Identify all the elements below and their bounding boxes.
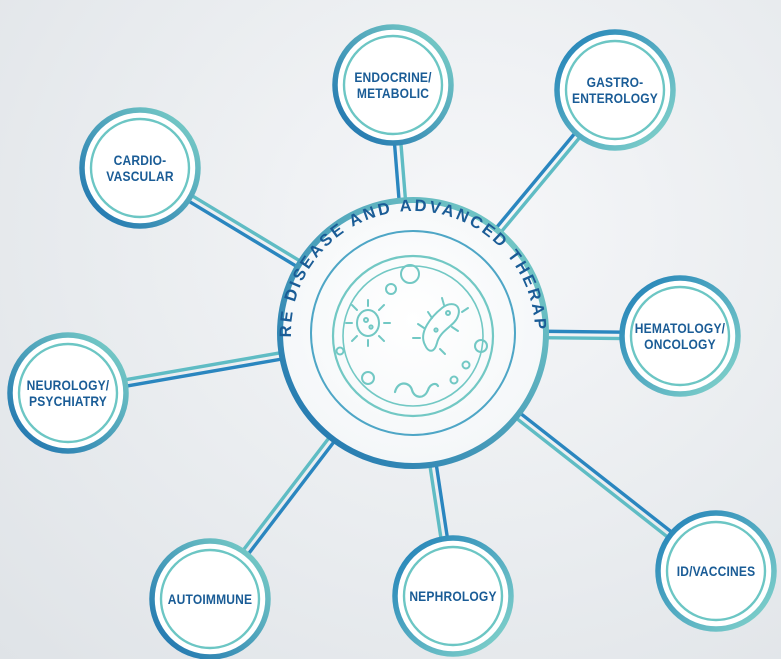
node-inner-ring xyxy=(402,545,504,647)
connector-autoimmune xyxy=(240,432,339,558)
node-gastro xyxy=(554,29,676,151)
connector-line xyxy=(245,436,339,558)
connector-line xyxy=(188,192,306,265)
connector-line xyxy=(185,198,302,271)
node-outer-ring xyxy=(7,332,129,454)
connector-line xyxy=(496,134,583,237)
node-inner-ring xyxy=(665,520,767,622)
node-outer-ring xyxy=(554,29,676,151)
connector-line xyxy=(511,413,672,541)
node-inner-ring xyxy=(564,39,666,141)
connector-gastro xyxy=(491,129,583,237)
hub-petri-dish xyxy=(331,254,495,418)
node-outer-ring xyxy=(149,538,271,659)
connector-nephrology xyxy=(427,459,450,542)
connector-line xyxy=(240,432,334,554)
connector-line xyxy=(122,350,286,382)
connector-id-vaccines xyxy=(511,408,675,541)
connector-line xyxy=(123,356,287,389)
bacterium-icon xyxy=(412,297,469,355)
specialty-nodes xyxy=(7,24,777,659)
node-autoimmune xyxy=(149,538,271,659)
node-outer-ring xyxy=(392,535,514,657)
node-inner-ring xyxy=(89,117,191,219)
bacteria-icon xyxy=(345,299,391,347)
connector-line xyxy=(398,140,408,205)
node-cardio xyxy=(79,107,201,229)
connector-hematology xyxy=(541,329,625,341)
node-inner-ring xyxy=(17,342,119,444)
node-inner-ring xyxy=(629,285,731,387)
node-outer-ring xyxy=(619,275,741,397)
connector-line xyxy=(515,408,675,536)
node-outer-ring xyxy=(655,510,777,632)
hub-outer-ring xyxy=(277,197,549,469)
node-endocrine xyxy=(332,24,454,146)
node-inner-ring xyxy=(342,34,444,136)
hub-inner-ring xyxy=(310,230,516,436)
node-neurology xyxy=(7,332,129,454)
connectors xyxy=(122,129,675,558)
connector-line xyxy=(392,140,402,205)
node-hematology xyxy=(619,275,741,397)
node-id-vaccines xyxy=(655,510,777,632)
node-outer-ring xyxy=(332,24,454,146)
connector-endocrine xyxy=(392,140,408,205)
node-nephrology xyxy=(392,535,514,657)
connector-neurology xyxy=(122,350,287,389)
connector-cardio xyxy=(185,192,306,271)
connector-line xyxy=(542,329,625,334)
connector-line xyxy=(427,460,444,542)
connector-line xyxy=(491,129,579,233)
spiral-bacterium-icon xyxy=(393,382,440,398)
bubble-icon xyxy=(335,264,488,385)
connector-line xyxy=(433,459,450,541)
node-outer-ring xyxy=(79,107,201,229)
connector-line xyxy=(541,335,624,341)
node-inner-ring xyxy=(159,548,261,650)
